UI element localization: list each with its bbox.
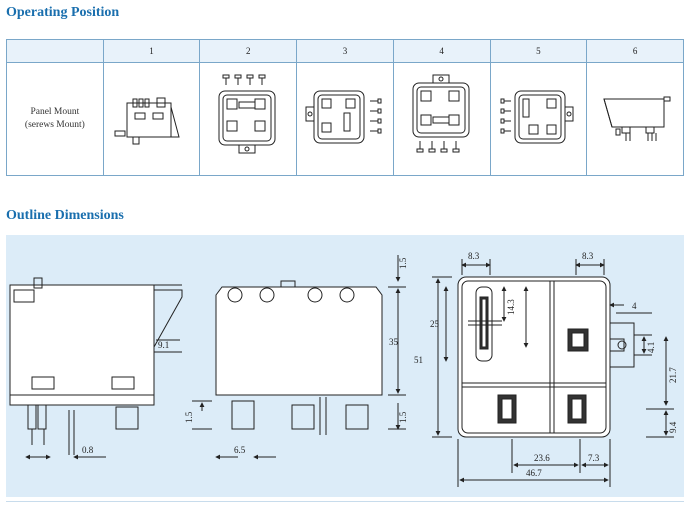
- outline-dimensions-heading: Outline Dimensions: [6, 208, 124, 223]
- position-6-cell: [586, 62, 684, 176]
- operating-position-table: 1 2 3 4 5 6 Panel Mount (serews Mount): [6, 39, 684, 176]
- column-header-6: 6: [586, 39, 684, 63]
- side-view-drawing: [9, 277, 183, 460]
- column-header-3: 3: [296, 39, 394, 63]
- bottom-divider: [6, 501, 684, 502]
- dim-51-label: 51: [414, 355, 423, 365]
- dim-8-3-left-label: 8.3: [468, 251, 480, 261]
- dim-9-1-label: 9.1: [158, 340, 169, 350]
- relay-inverted-view-drawing: [412, 74, 470, 153]
- table-header-row: 1 2 3 4 5 6: [6, 39, 684, 63]
- front-view-drawing: [192, 255, 406, 460]
- relay-hanging-view-drawing: [603, 96, 671, 141]
- position-1-cell: [102, 62, 201, 176]
- row-label-panel-mount: Panel Mount (serews Mount): [6, 62, 104, 176]
- position-3-cell: [296, 62, 394, 176]
- dim-1-5-top-label: 1.5: [398, 257, 408, 269]
- dim-46-7-label: 46.7: [526, 468, 542, 478]
- dim-23-6-label: 23.6: [534, 453, 550, 463]
- dim-14-3-label: 14.3: [506, 299, 516, 315]
- relay-top-view-drawing: [218, 74, 276, 154]
- dim-4-1-label: 4.1: [646, 342, 656, 353]
- position-5-cell: [489, 62, 588, 176]
- outline-dimensions-drawing: 9.1 0.8: [9, 251, 678, 487]
- dim-8-3-right-label: 8.3: [582, 251, 594, 261]
- relay-rotated-view-drawing: [305, 90, 382, 144]
- dim-6-5-label: 6.5: [234, 445, 246, 455]
- relay-side-view-drawing: [114, 97, 180, 145]
- row-label-line2: (serews Mount): [24, 120, 85, 130]
- dim-35-label: 35: [389, 337, 399, 347]
- position-4-cell: [392, 62, 491, 176]
- row-label-line1: Panel Mount: [30, 107, 80, 117]
- column-header-4: 4: [392, 39, 491, 63]
- operating-position-heading: Operating Position: [6, 5, 120, 20]
- dim-1-5-left-label: 1.5: [184, 411, 194, 423]
- dim-4-label: 4: [632, 301, 637, 311]
- column-header-2: 2: [199, 39, 298, 63]
- dim-21-7-label: 21.7: [668, 367, 678, 383]
- dim-25-label: 25: [430, 319, 440, 329]
- table-row: Panel Mount (serews Mount): [6, 62, 684, 176]
- dim-7-3-label: 7.3: [588, 453, 600, 463]
- header-empty-cell: [6, 39, 104, 63]
- dim-0-8-label: 0.8: [82, 445, 94, 455]
- screws: [222, 74, 266, 85]
- column-header-1: 1: [102, 39, 201, 63]
- column-header-5: 5: [489, 39, 588, 63]
- dim-1-5-right-label: 1.5: [398, 411, 408, 423]
- outline-dimensions-drawing-panel: 9.1 0.8: [6, 235, 684, 497]
- dim-9-4-label: 9.4: [668, 421, 678, 433]
- position-2-cell: [199, 62, 298, 176]
- bottom-view-drawing: [432, 259, 674, 487]
- relay-rotated-view-drawing-alt: [500, 90, 574, 144]
